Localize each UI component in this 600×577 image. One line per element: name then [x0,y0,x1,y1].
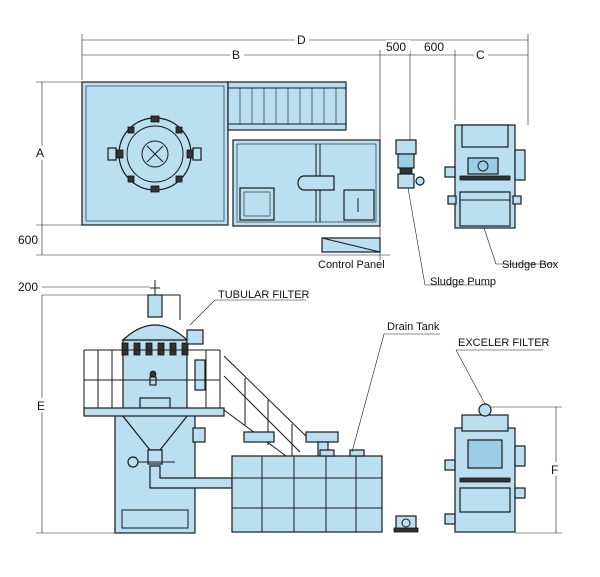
side-view-tubular-filter [83,280,233,534]
leader-lines-top [407,187,556,286]
dim-600-top: 600 [424,40,444,54]
side-view-sludge-pump [393,515,419,533]
side-view-drain-tank [231,449,383,533]
dim-600-left: 600 [18,233,38,247]
dimension-labels: D B 500 600 C A 600 200 E F [18,33,564,477]
exceler-filter-label: EXCELER FILTER [458,337,550,349]
dim-d: D [297,33,306,47]
side-view-stairs [223,355,339,457]
drain-tank-label: Drain Tank [387,321,440,333]
dim-c: C [476,48,485,62]
dim-f: F [551,463,558,477]
top-view-control-panel [321,237,381,253]
dim-500: 500 [386,40,406,54]
top-view-filter-platform [81,81,229,226]
dim-b: B [232,48,240,62]
top-view-stairs [227,81,347,131]
top-view-sludge-pump [395,139,425,189]
dim-e: E [37,399,45,413]
control-panel-label: Control Panel [318,259,385,271]
tubular-filter-label: TUBULAR FILTER [218,289,310,301]
dim-a: A [36,146,44,160]
top-view-drain-tank [232,139,381,227]
top-view-exceler-sludge-box [444,124,526,229]
sludge-box-label: Sludge Box [502,259,559,271]
leader-lines-side [189,299,543,453]
side-view-exceler-filter [444,403,526,533]
dim-200: 200 [18,280,38,294]
sludge-pump-label: Sludge Pump [430,276,496,288]
